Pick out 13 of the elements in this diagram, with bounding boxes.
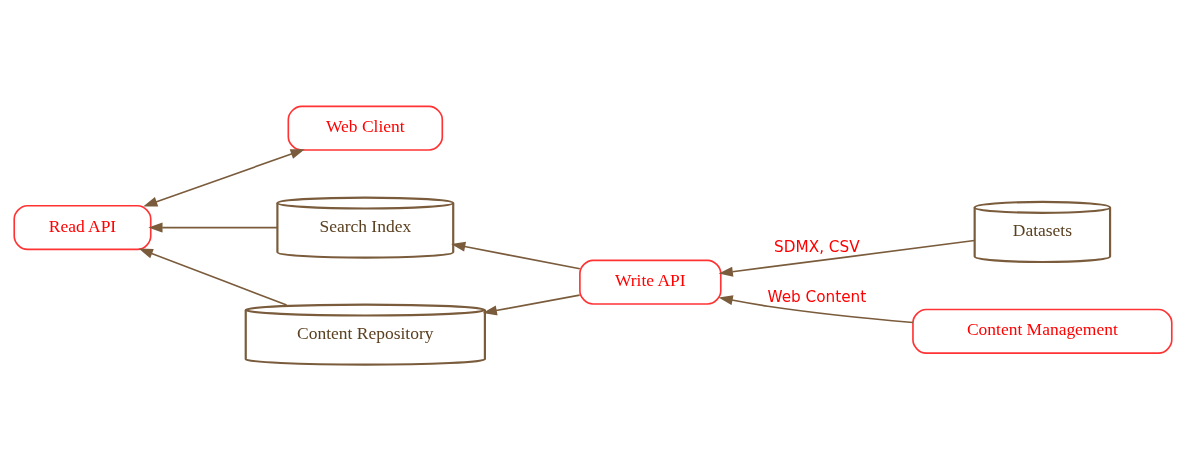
edge-label: Web Content [767, 288, 867, 307]
arrow [482, 294, 581, 316]
edge-label: SDMX, CSV [774, 237, 860, 256]
arrow [718, 295, 914, 324]
node-box: Content Management [912, 308, 1173, 354]
node-box: Web Client [287, 105, 444, 151]
node-box: Read API [13, 204, 152, 251]
arrow [138, 248, 288, 306]
arrow [718, 239, 976, 277]
arrow [451, 241, 581, 270]
node-box: Write API [579, 259, 722, 305]
arrow [148, 222, 279, 233]
arrow [143, 149, 305, 207]
